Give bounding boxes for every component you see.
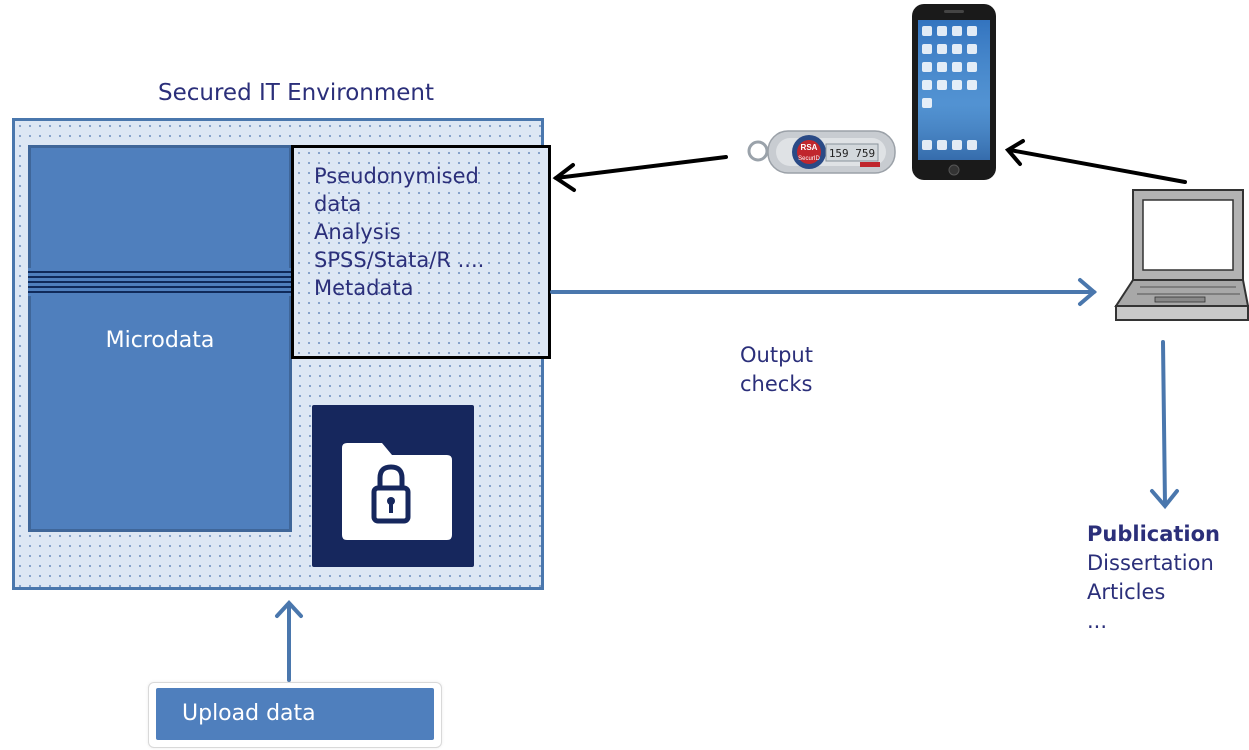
output-checks-label: Output checks	[740, 341, 813, 399]
folder-lock-icon	[342, 443, 452, 540]
upload-arrow	[275, 600, 303, 682]
phone-access-arrow	[1004, 139, 1187, 184]
microdata-label: Microdata	[105, 328, 215, 353]
publication-item: Articles	[1087, 580, 1166, 604]
token-code-text: 159 759	[829, 147, 875, 160]
publication-block: Publication Dissertation Articles ...	[1087, 520, 1220, 636]
pseudo-line-3: Analysis	[314, 220, 401, 244]
folder-lock-tile	[312, 405, 474, 567]
publication-item: Dissertation	[1087, 551, 1214, 575]
output-arrow	[550, 278, 1098, 306]
environment-title: Secured IT Environment	[158, 80, 434, 106]
rsa-token-icon	[747, 130, 896, 174]
output-line-1: Output	[740, 343, 813, 367]
token-brand-text: RSA	[801, 143, 818, 152]
publication-heading: Publication	[1087, 522, 1221, 546]
pseudo-line-1: Pseudonymised	[314, 164, 479, 188]
token-access-arrow	[552, 155, 728, 192]
pseudo-line-2: data	[314, 192, 362, 216]
output-line-2: checks	[740, 372, 813, 396]
pseudonymised-data-box: Pseudonymised data Analysis SPSS/Stata/R…	[291, 145, 551, 359]
upload-data-button[interactable]: Upload data	[156, 688, 434, 740]
publication-arrow	[1150, 340, 1179, 510]
pseudo-line-4: SPSS/Stata/R ....	[314, 248, 485, 272]
microdata-divider-lines	[28, 268, 292, 296]
laptop-icon	[1114, 189, 1249, 321]
microdata-box	[28, 145, 292, 532]
token-product-text: SecurID	[798, 156, 820, 162]
smartphone-icon	[912, 4, 996, 180]
publication-item: ...	[1087, 609, 1108, 633]
pseudo-line-5: Metadata	[314, 276, 414, 300]
